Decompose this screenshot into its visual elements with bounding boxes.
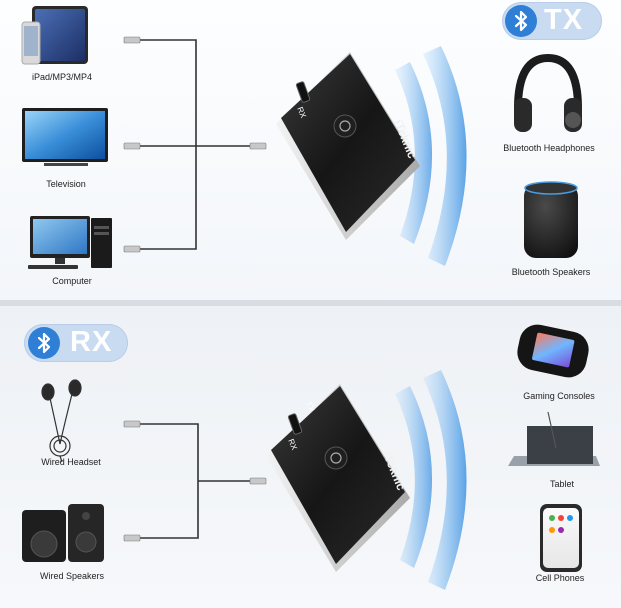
tx-mode-badge: TX xyxy=(502,2,602,40)
television-label: Television xyxy=(46,179,86,189)
rx-signal-waves xyxy=(395,370,467,590)
bluetooth-speaker-icon xyxy=(524,181,578,258)
gaming-consoles-label: Gaming Consoles xyxy=(523,391,595,401)
rx-jacks xyxy=(123,420,267,542)
wired-headset-icon xyxy=(41,379,82,463)
ipad-icon xyxy=(21,6,88,65)
transmitter-device xyxy=(276,52,420,240)
wired-headset-label: Wired Headset xyxy=(41,457,101,467)
ipad-label: iPad/MP3/MP4 xyxy=(31,72,93,82)
television-icon xyxy=(22,108,108,166)
tablet-icon xyxy=(508,411,600,466)
rx-illustration xyxy=(22,324,600,590)
headphones-icon xyxy=(514,53,582,132)
bluetooth-icon xyxy=(505,5,537,37)
bluetooth-icon xyxy=(28,327,60,359)
rx-cables xyxy=(140,423,250,539)
rx-mode-label: RX xyxy=(70,326,113,358)
bluetooth-speakers-label: Bluetooth Speakers xyxy=(511,267,591,277)
tx-cables xyxy=(140,39,250,250)
wired-speakers-label: Wired Speakers xyxy=(39,571,105,581)
gaming-console-icon xyxy=(517,324,589,378)
receiver-device xyxy=(266,384,410,572)
tx-signal-waves xyxy=(395,46,467,266)
tx-jacks xyxy=(123,36,267,253)
computer-label: Computer xyxy=(52,276,92,286)
tablet-label: Tablet xyxy=(549,479,575,489)
headphones-label: Bluetooth Headphones xyxy=(503,143,595,153)
rx-panel: RX xyxy=(0,306,621,608)
computer-icon xyxy=(28,216,112,269)
rx-mode-badge: RX xyxy=(24,324,128,362)
tx-mode-label: TX xyxy=(544,4,584,36)
cell-phones-label: Cell Phones xyxy=(535,573,585,583)
cell-phone-icon xyxy=(540,504,582,572)
panel-divider xyxy=(0,300,621,306)
tx-panel: TX xyxy=(0,0,621,300)
tx-illustration xyxy=(21,6,582,269)
wired-speakers-icon xyxy=(22,504,104,562)
